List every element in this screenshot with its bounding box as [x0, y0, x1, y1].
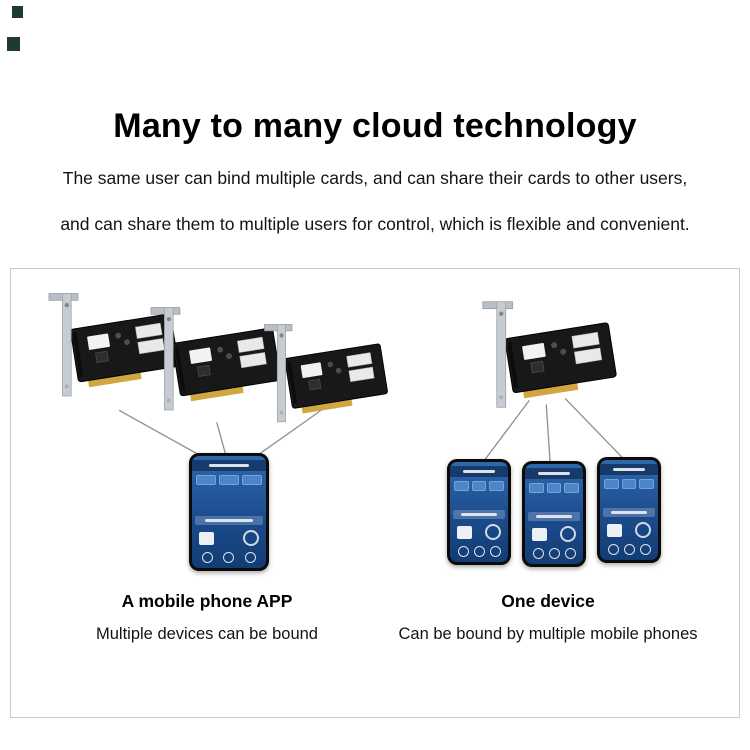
power-icon	[607, 544, 619, 555]
timer-icon	[564, 548, 576, 559]
left-caption-title: A mobile phone APP	[121, 591, 293, 611]
phone-bottom-icons	[450, 545, 508, 562]
phone-number-display	[457, 525, 472, 539]
smartphone-app-screen	[192, 456, 266, 568]
phone-number-display	[532, 527, 547, 541]
corner-mark	[7, 37, 20, 51]
power-icon	[532, 548, 544, 559]
phone-tab	[454, 481, 469, 491]
phone-dial-icon	[560, 526, 576, 542]
smartphone-mockup	[447, 459, 511, 565]
phone-tab-buttons	[450, 477, 508, 493]
timer-icon	[489, 546, 501, 557]
phone-tab	[546, 483, 562, 493]
phone-content-area	[525, 495, 583, 512]
restart-icon	[548, 548, 560, 559]
diagram-panel: A mobile phone APP Multiple devices can …	[10, 268, 740, 718]
phone-app-header	[600, 464, 658, 475]
phone-header-text-bar	[208, 464, 250, 467]
phone-tab-buttons	[192, 471, 266, 487]
phone-main-row	[525, 521, 583, 547]
phone-content-area	[600, 491, 658, 508]
phone-status-text-bar	[535, 515, 573, 518]
left-caption-subtitle: Multiple devices can be bound	[96, 625, 318, 643]
phone-app-header	[192, 460, 266, 471]
phone-number-display	[607, 523, 622, 537]
phone-tab	[604, 479, 619, 489]
right-group-caption: One device Can be bound by multiple mobi…	[356, 591, 740, 644]
phone-tab	[219, 475, 239, 485]
phone-header-text-bar	[463, 470, 495, 473]
right-caption-title: One device	[501, 591, 595, 611]
restart-icon	[623, 544, 635, 555]
phone-tab	[471, 481, 487, 491]
pcie-card-icon	[481, 299, 630, 425]
phone-tab	[529, 483, 544, 493]
phone-status-strip	[453, 510, 505, 519]
phone-dial-icon	[243, 530, 259, 546]
phone-tab	[639, 479, 655, 489]
phone-bottom-icons	[525, 547, 583, 564]
phone-tab	[621, 479, 637, 489]
smartphone-mockup	[189, 453, 269, 571]
timer-icon	[244, 552, 256, 563]
phone-header-text-bar	[613, 468, 645, 471]
restart-icon	[473, 546, 485, 557]
phone-main-row	[450, 519, 508, 545]
phone-tab	[489, 481, 505, 491]
phone-status-text-bar	[460, 513, 498, 516]
smartphone-mockup	[597, 457, 661, 563]
phone-header-text-bar	[538, 472, 570, 475]
phone-tab	[242, 475, 262, 485]
phone-app-header	[450, 466, 508, 477]
phone-app-header	[525, 468, 583, 479]
corner-mark	[12, 6, 23, 18]
left-group-caption: A mobile phone APP Multiple devices can …	[11, 591, 403, 644]
smartphone-app-screen	[600, 460, 658, 560]
phone-content-area	[192, 487, 266, 516]
phone-tab	[196, 475, 216, 485]
phone-tab-buttons	[600, 475, 658, 491]
phone-dial-icon	[635, 522, 651, 538]
phone-status-strip	[528, 512, 580, 521]
phone-number-display	[199, 531, 214, 545]
phone-main-row	[600, 517, 658, 543]
phone-tab	[564, 483, 580, 493]
phone-status-strip	[195, 516, 263, 525]
page-title: Many to many cloud technology	[113, 106, 637, 145]
pcie-card-icon	[263, 322, 401, 438]
phone-status-text-bar	[610, 511, 648, 514]
phone-main-row	[192, 525, 266, 551]
smartphone-app-screen	[450, 462, 508, 562]
restart-icon	[223, 552, 235, 563]
phone-status-strip	[603, 508, 655, 517]
timer-icon	[639, 544, 651, 555]
power-icon	[202, 552, 214, 563]
power-icon	[457, 546, 469, 557]
phone-content-area	[450, 493, 508, 510]
description-line-1: The same user can bind multiple cards, a…	[62, 167, 688, 188]
phone-dial-icon	[485, 524, 501, 540]
phone-bottom-icons	[192, 551, 266, 568]
right-caption-subtitle: Can be bound by multiple mobile phones	[398, 625, 698, 643]
description-line-2: and can share them to multiple users for…	[60, 213, 690, 234]
phone-bottom-icons	[600, 543, 658, 560]
phone-tab-buttons	[525, 479, 583, 495]
phone-status-text-bar	[205, 519, 253, 522]
smartphone-mockup	[522, 461, 586, 567]
smartphone-app-screen	[525, 464, 583, 564]
